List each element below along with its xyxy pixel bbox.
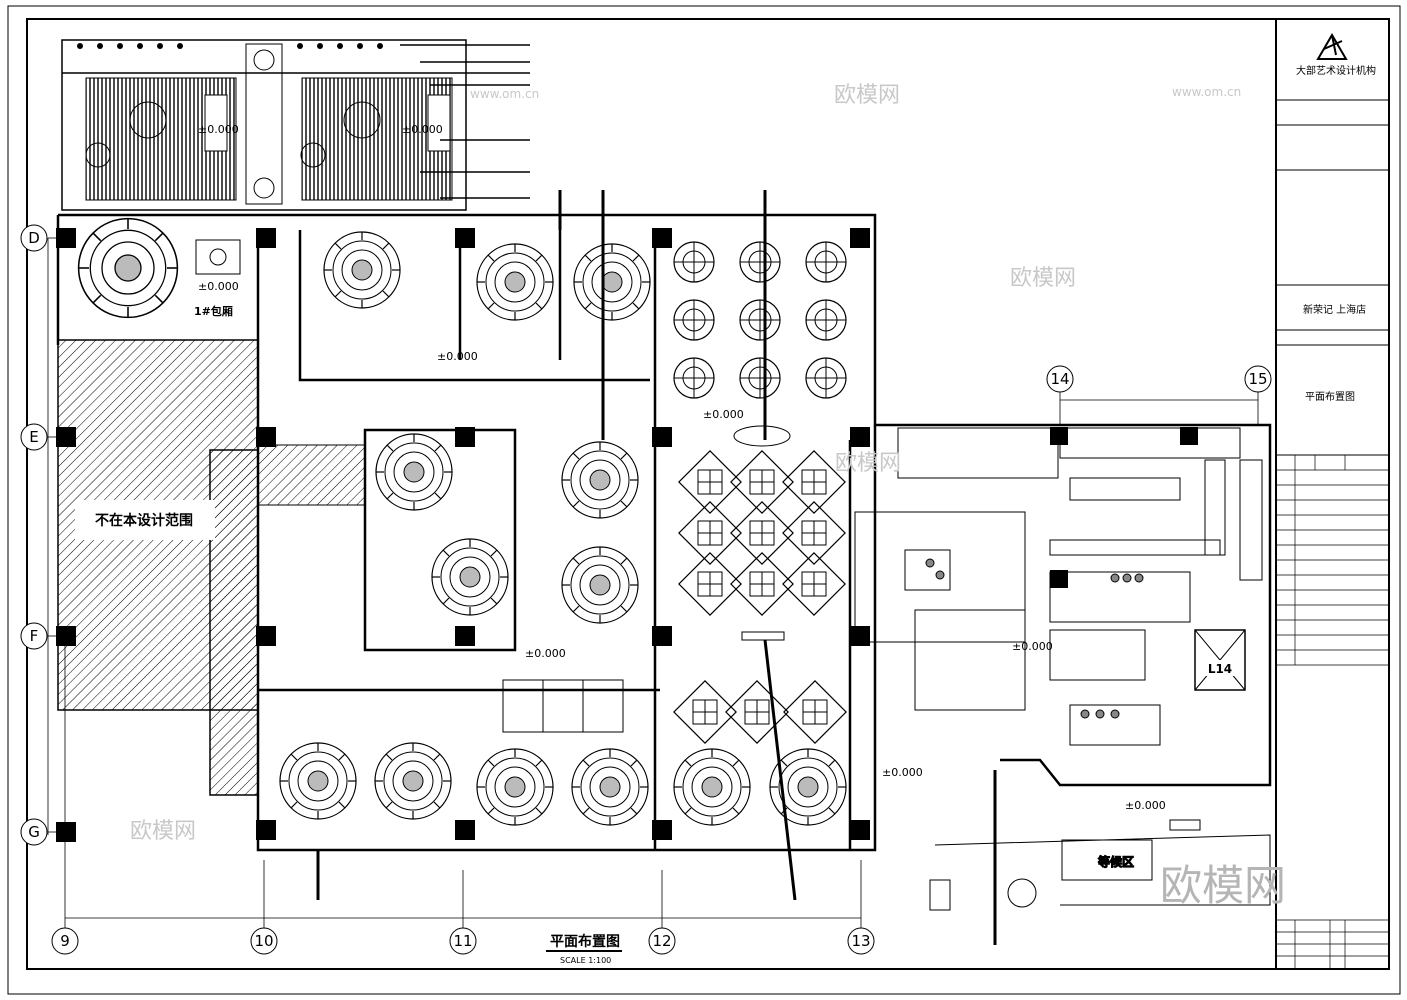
vip-room-label: 1#包厢 — [194, 304, 233, 318]
axis-label-12: 12 — [652, 932, 671, 950]
level-marker: ±0.000 — [525, 647, 566, 660]
lift-L14: L14 — [1194, 629, 1246, 691]
axis-bubble-G — [20, 818, 48, 846]
watermark-text: 欧模网 — [834, 83, 900, 108]
axis-label-10: 10 — [254, 932, 273, 950]
axis-label-15: 15 — [1248, 370, 1267, 388]
axis-label-9: 9 — [60, 932, 70, 950]
company-logo-icon — [1316, 33, 1348, 60]
waiting-area-label: 等候区 — [1097, 854, 1134, 869]
level-marker: ±0.000 — [402, 123, 443, 136]
axis-bubble-13 — [847, 927, 875, 955]
axis-bubble-15 — [1244, 365, 1272, 393]
axis-label-11: 11 — [453, 932, 472, 950]
kitchen-area — [854, 427, 1263, 746]
axis-bubble-E — [20, 423, 48, 451]
axis-bubble-14 — [1046, 365, 1074, 393]
level-marker: ±0.000 — [1125, 799, 1166, 812]
title-block: 大部艺术设计机构 新荣记 上海店 平面布置图 — [1275, 19, 1389, 969]
waiting-area: 等候区 — [929, 819, 1271, 911]
level-marker: ±0.000 — [198, 280, 239, 293]
axis-label-14: 14 — [1050, 370, 1069, 388]
axis-bubble-10 — [250, 927, 278, 955]
watermark-url: www.om.cn — [1172, 85, 1241, 99]
watermark-logo: 欧模网 — [1160, 861, 1286, 910]
level-markers: ±0.000 ±0.000 ±0.000 ±0.000 ±0.000 ±0.00… — [198, 123, 1166, 812]
excluded-area: 不在本设计范围 — [57, 339, 366, 796]
watermark-url: www.om.cn — [470, 87, 539, 101]
drawing-scale: SCALE 1:100 — [560, 956, 611, 965]
level-marker: ±0.000 — [1012, 640, 1053, 653]
project-name: 新荣记 上海店 — [1303, 303, 1366, 316]
inner-frame — [26, 18, 1390, 970]
level-marker: ±0.000 — [198, 123, 239, 136]
axis-bubble-11 — [449, 927, 477, 955]
axis-bubbles: 9 10 11 12 13 14 15 D E F G — [20, 224, 1272, 955]
level-marker: ±0.000 — [882, 766, 923, 779]
axis-bubble-D — [20, 224, 48, 252]
watermarks: 欧模网 欧模网 欧模网 欧模网 www.om.cn www.om.cn 欧模网 — [130, 83, 1286, 910]
watermark-text: 欧模网 — [130, 819, 196, 844]
lift-label: L14 — [1208, 662, 1232, 676]
axis-label-F: F — [30, 627, 39, 645]
excluded-area-label: 不在本设计范围 — [95, 512, 193, 529]
watermark-text: 欧模网 — [1010, 266, 1076, 291]
axis-label-G: G — [28, 823, 40, 841]
drawing-title-block: 平面布置图 SCALE 1:100 — [546, 933, 622, 965]
building-walls — [56, 213, 1272, 852]
drawing-title: 平面布置图 — [550, 933, 620, 950]
company-name: 大部艺术设计机构 — [1296, 64, 1376, 77]
structural-columns — [56, 228, 1198, 842]
axis-bubble-F — [20, 622, 48, 650]
main-dining-hall — [502, 241, 847, 744]
outer-frame — [7, 5, 1401, 995]
garden-area — [61, 39, 530, 211]
axis-label-D: D — [28, 229, 40, 247]
axis-label-E: E — [29, 428, 38, 446]
drawing-name: 平面布置图 — [1305, 391, 1355, 403]
level-marker: ±0.000 — [437, 350, 478, 363]
axis-label-13: 13 — [851, 932, 870, 950]
watermark-text: 欧模网 — [835, 451, 901, 476]
axis-bubble-9 — [51, 927, 79, 955]
leader-lines — [316, 190, 997, 945]
private-rooms: 1#包厢 — [77, 217, 847, 826]
axis-bubble-12 — [648, 927, 676, 955]
level-marker: ±0.000 — [703, 408, 744, 421]
